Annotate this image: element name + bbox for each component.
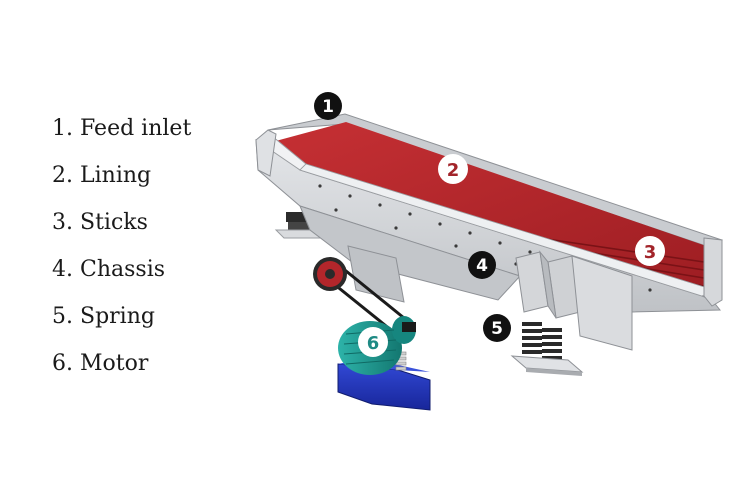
legend-item-spring: 5. Spring: [52, 304, 155, 329]
marker-feed-inlet: 1: [314, 92, 342, 120]
legend-item-motor: 6. Motor: [52, 351, 149, 376]
legend-item-sticks: 3. Sticks: [52, 210, 148, 235]
parts-legend: 1. Feed inlet 2. Lining 3. Sticks 4. Cha…: [52, 112, 191, 394]
svg-text:1: 1: [322, 97, 334, 117]
svg-text:6: 6: [367, 333, 380, 354]
spring-support-frame: [515, 250, 633, 351]
legend-item-feed-inlet: 1. Feed inlet: [52, 116, 192, 141]
svg-text:3: 3: [644, 242, 657, 263]
legend-item-chassis: 4. Chassis: [52, 257, 166, 282]
front-springs: [510, 322, 584, 376]
marker-spring: 5: [483, 314, 511, 342]
pulley: [313, 257, 347, 291]
marker-motor: 6: [358, 327, 388, 357]
lining-surface: [272, 122, 712, 296]
marker-lining: 2: [438, 154, 468, 184]
svg-text:5: 5: [491, 319, 503, 339]
marker-chassis: 4: [468, 251, 496, 279]
legend-item-lining: 2. Lining: [52, 163, 152, 188]
svg-text:2: 2: [447, 160, 460, 181]
marker-sticks: 3: [635, 236, 665, 266]
svg-text:4: 4: [476, 256, 488, 276]
